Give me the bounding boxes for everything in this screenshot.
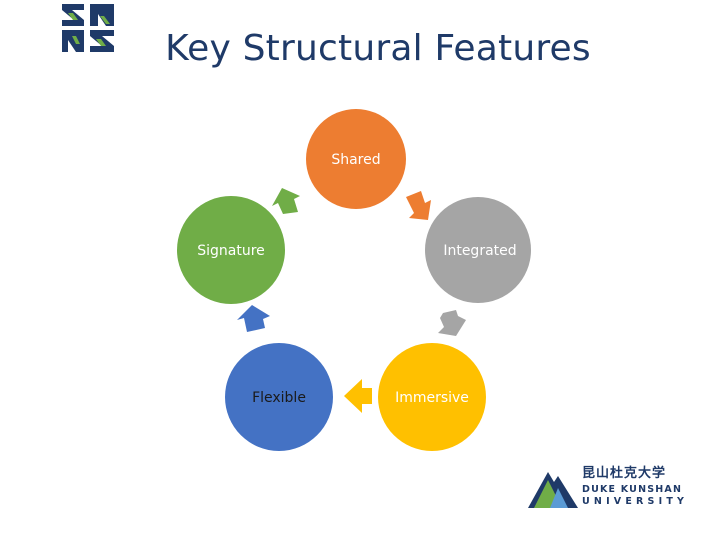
node-shared (306, 109, 406, 209)
logo-chinese-text: 昆山杜克大学 (582, 466, 667, 481)
arrow-signature-to-shared (272, 188, 300, 214)
arrow-flexible-to-signature (237, 305, 270, 332)
logo-text-line2: UNIVERSITY (582, 496, 689, 507)
node-immersive (378, 343, 486, 451)
node-flexible (225, 343, 333, 451)
node-integrated (425, 197, 531, 303)
arrow-shared-to-integrated (406, 191, 431, 220)
duke-kunshan-logo: 昆山杜克大学 DUKE KUNSHAN UNIVERSITY (528, 462, 688, 512)
logo-text-line1: DUKE KUNSHAN (582, 484, 683, 495)
arrow-immersive-to-flexible (344, 379, 372, 413)
node-signature-label: Signature (197, 243, 265, 259)
arrow-integrated-to-immersive (438, 310, 466, 336)
node-signature (177, 196, 285, 304)
slide-title: Key Structural Features (165, 28, 591, 69)
node-immersive-label: Immersive (395, 390, 469, 406)
university-logo-icon (60, 0, 116, 56)
node-integrated-label: Integrated (443, 243, 516, 259)
mountain-logo-icon (528, 472, 578, 508)
node-shared-label: Shared (331, 152, 380, 168)
node-flexible-label: Flexible (252, 390, 306, 406)
